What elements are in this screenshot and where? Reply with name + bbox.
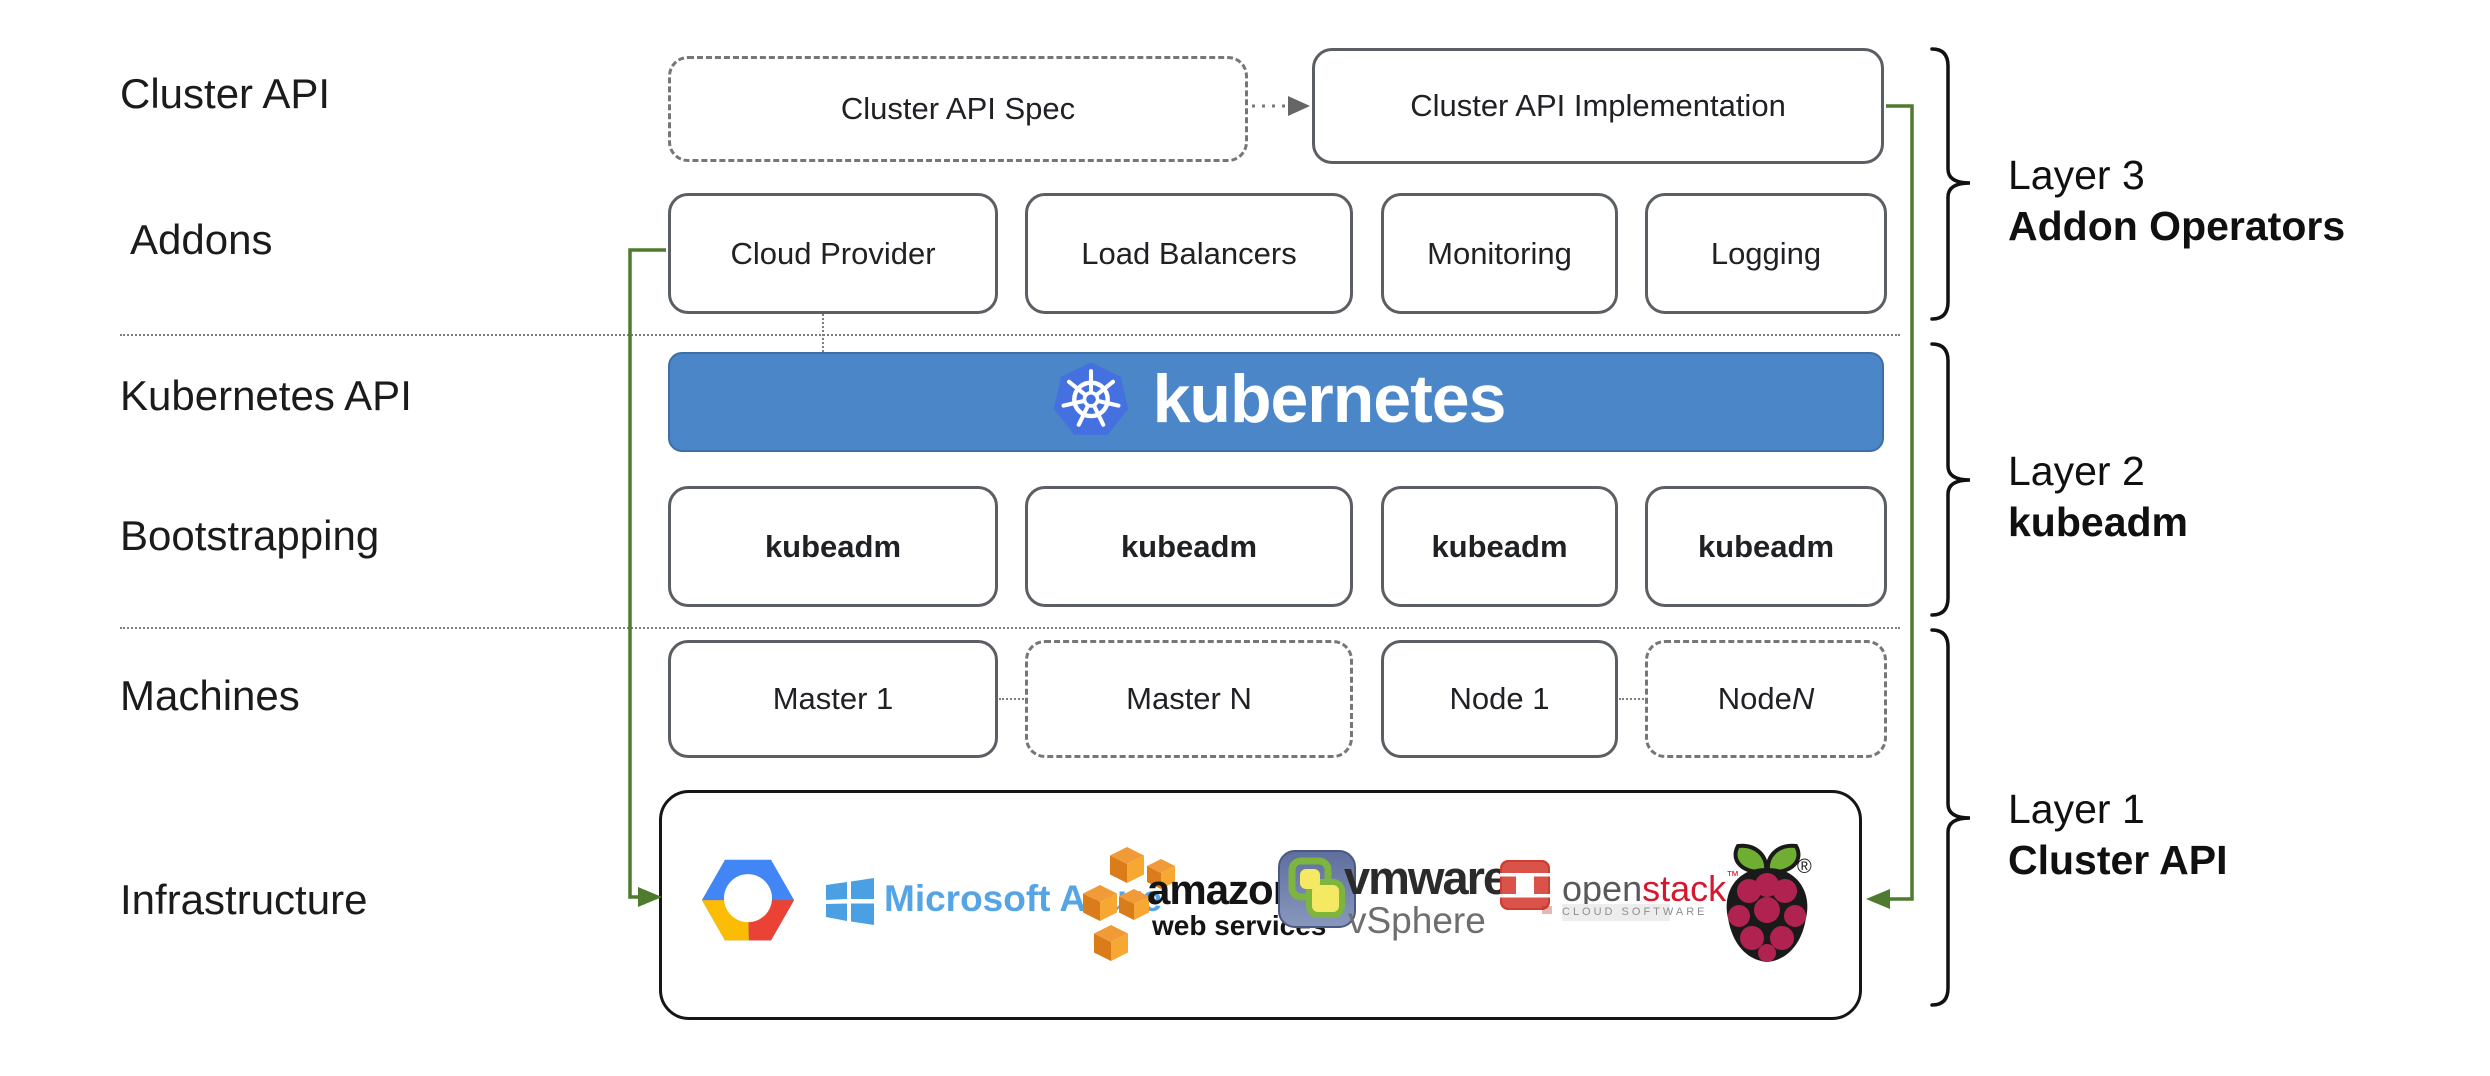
master-n-label: Master N xyxy=(1126,681,1252,716)
box-kubeadm-2: kubeadm xyxy=(1025,486,1353,607)
vmware-logo-icon xyxy=(1278,850,1356,933)
kubernetes-logo-icon xyxy=(1047,358,1135,446)
layer-1-title: Layer 1 xyxy=(2008,786,2145,832)
aws-logo-icon xyxy=(1083,845,1175,968)
box-master-1: Master 1 xyxy=(668,640,998,758)
brace-layer-3 xyxy=(1930,47,1971,321)
connector-node1-noden xyxy=(1619,698,1644,700)
layer-3-title: Layer 3 xyxy=(2008,152,2145,198)
vsphere-logo-text: vSphere xyxy=(1348,900,1486,941)
row-label-addons: Addons xyxy=(130,216,273,263)
brace-layer-1 xyxy=(1930,628,1971,1007)
openstack-logo-subtext: CLOUD SOFTWARE xyxy=(1562,904,1705,921)
box-load-balancers: Load Balancers xyxy=(1025,193,1353,314)
connector-master1-mastern xyxy=(999,698,1024,700)
layer-2-label: Layer 2 kubeadm xyxy=(2008,446,2188,548)
box-monitoring: Monitoring xyxy=(1381,193,1618,314)
box-cloud-provider: Cloud Provider xyxy=(668,193,998,314)
kubernetes-wordmark: kubernetes xyxy=(1152,361,1507,437)
layer-1-label: Layer 1 Cluster API xyxy=(2008,784,2227,886)
layer-1-subtitle: Cluster API xyxy=(2008,836,2228,883)
box-master-n: Master N xyxy=(1025,640,1353,758)
openstack-logo-icon xyxy=(1498,856,1556,923)
spec-to-impl-arrow xyxy=(1252,96,1310,116)
box-kubeadm-4: kubeadm xyxy=(1645,486,1887,607)
box-kubeadm-1: kubeadm xyxy=(668,486,998,607)
layer-3-label: Layer 3 Addon Operators xyxy=(2008,150,2345,252)
node-n-label: Node xyxy=(1717,681,1792,716)
master-1-label: Master 1 xyxy=(772,681,894,716)
azure-logo-icon xyxy=(824,874,876,933)
separator-addons-kubernetes xyxy=(120,334,1900,336)
row-label-cluster-api: Cluster API xyxy=(120,70,331,117)
vmware-logo-text: vmware® xyxy=(1344,850,1519,905)
kubernetes-banner: kubernetes xyxy=(668,352,1884,452)
openstack-logo-text: openstack™ xyxy=(1562,868,1740,909)
node-1-label: Node 1 xyxy=(1449,681,1550,716)
brace-layer-2 xyxy=(1930,342,1971,617)
row-label-infrastructure: Infrastructure xyxy=(120,876,368,923)
row-label-machines: Machines xyxy=(120,672,300,719)
box-cluster-api-spec: Cluster API Spec xyxy=(668,56,1248,162)
row-label-kubernetes-api: Kubernetes API xyxy=(120,372,412,419)
box-logging: Logging xyxy=(1645,193,1887,314)
row-label-bootstrapping: Bootstrapping xyxy=(120,512,380,559)
layer-2-title: Layer 2 xyxy=(2008,448,2145,494)
amazon-logo-text: amazon xyxy=(1147,866,1298,913)
separator-bootstrapping-machines xyxy=(120,627,1900,629)
layer-2-subtitle: kubeadm xyxy=(2008,498,2188,545)
connector-cloud-provider-kubernetes xyxy=(822,314,824,352)
box-node-1: Node 1 xyxy=(1381,640,1618,758)
box-cluster-api-implementation: Cluster API Implementation xyxy=(1312,48,1884,164)
openstack-tm-mark: ™ xyxy=(1726,868,1740,883)
box-node-n: Node N xyxy=(1645,640,1887,758)
raspberry-pi-logo-icon xyxy=(1722,838,1812,975)
google-cloud-logo-icon xyxy=(700,850,796,959)
layer-3-subtitle: Addon Operators xyxy=(2008,202,2346,249)
box-kubeadm-3: kubeadm xyxy=(1381,486,1618,607)
raspberry-pi-reg-mark: ® xyxy=(1797,856,1812,878)
